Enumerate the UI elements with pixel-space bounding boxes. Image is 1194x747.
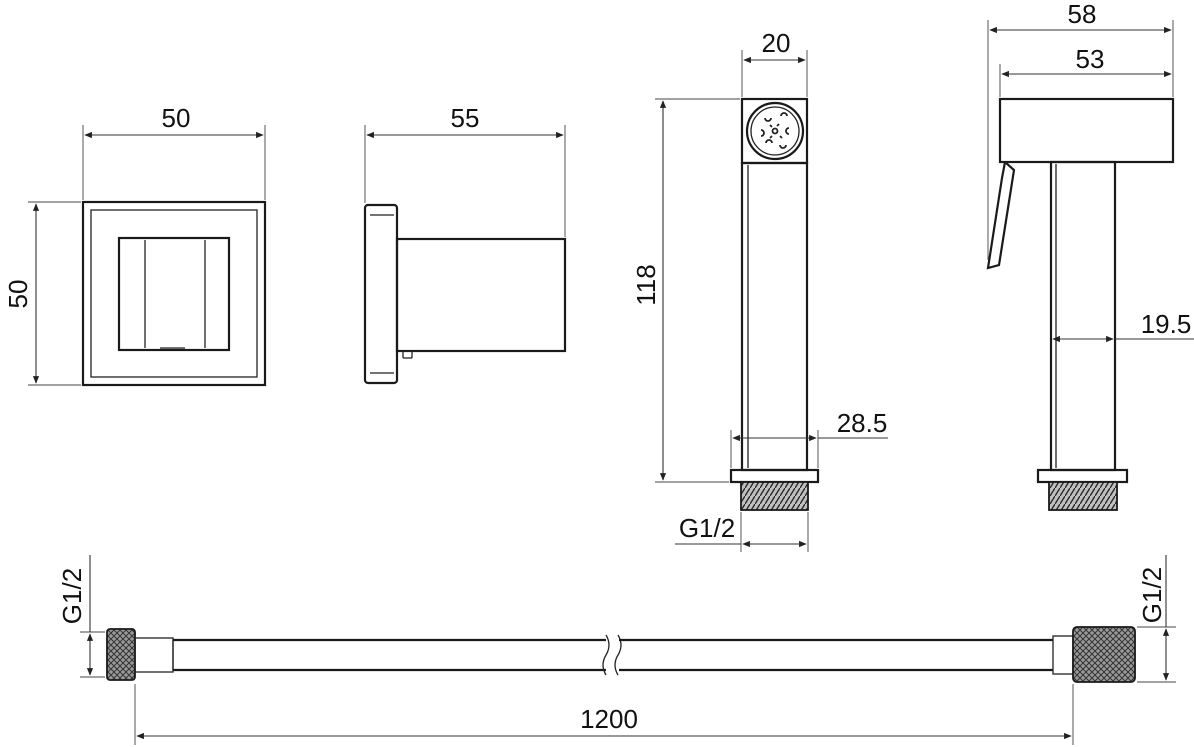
dim-label-118: 118 bbox=[631, 264, 661, 305]
dim-head-width: 20 bbox=[741, 28, 808, 97]
dim-label-55: 55 bbox=[451, 103, 480, 133]
dim-label-58: 58 bbox=[1068, 0, 1097, 29]
dim-bracket-depth: 55 bbox=[364, 103, 566, 237]
dim-hose-thread-right: G1/2 bbox=[1137, 555, 1176, 683]
dim-bracket-height: 50 bbox=[3, 201, 81, 386]
dim-hose-thread-left: G1/2 bbox=[57, 555, 105, 678]
bracket-front-view bbox=[81, 200, 267, 387]
dim-label-53: 53 bbox=[1076, 44, 1105, 74]
dim-label-28-5: 28.5 bbox=[837, 408, 888, 438]
dim-label-20: 20 bbox=[762, 28, 791, 58]
dim-label-50-height: 50 bbox=[3, 280, 33, 309]
hose-view bbox=[106, 626, 1136, 683]
dim-sprayer-length: 118 bbox=[631, 98, 740, 483]
dim-label-50-width: 50 bbox=[162, 103, 191, 133]
spray-nozzle-holes bbox=[760, 112, 790, 149]
sprayer-front-view bbox=[729, 97, 820, 511]
dim-label-19-5: 19.5 bbox=[1141, 309, 1192, 339]
bracket-side-view bbox=[363, 203, 567, 385]
dim-label-g1-2-hose-left: G1/2 bbox=[57, 568, 87, 624]
dim-body-width: 53 bbox=[999, 44, 1172, 97]
dim-sprayer-thread: G1/2 bbox=[675, 512, 809, 552]
sprayer-side-view bbox=[986, 97, 1175, 511]
dim-label-1200: 1200 bbox=[580, 704, 638, 734]
dim-handle-diameter: 19.5 bbox=[1052, 309, 1194, 343]
dim-label-g1-2-hose-right: G1/2 bbox=[1137, 567, 1167, 623]
dim-flange-width: 28.5 bbox=[730, 408, 888, 468]
dim-hose-length: 1200 bbox=[134, 684, 1074, 745]
dim-overall-width: 58 bbox=[987, 0, 1174, 260]
dim-label-g1-2-sprayer: G1/2 bbox=[679, 513, 735, 543]
dim-bracket-width: 50 bbox=[82, 103, 266, 200]
